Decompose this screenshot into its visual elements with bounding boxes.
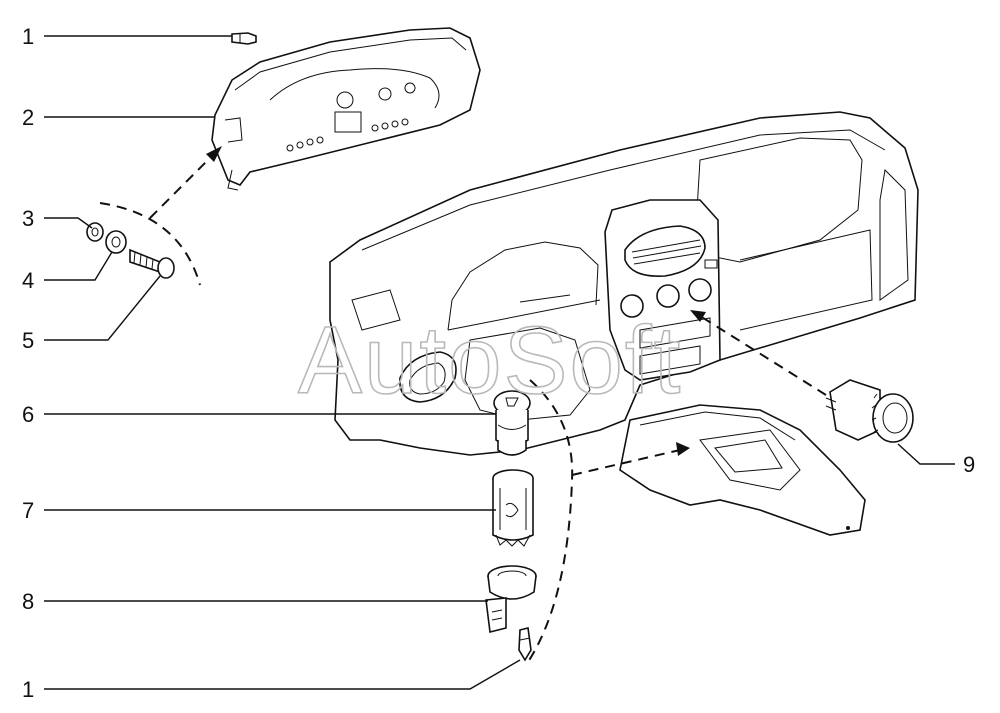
- leader-lines: [44, 35, 955, 690]
- callout-1-bottom: 1: [22, 677, 34, 702]
- center-console: [619, 404, 866, 536]
- callout-3: 3: [22, 206, 34, 231]
- callout-8: 8: [22, 589, 34, 614]
- instrument-cluster: [211, 27, 481, 191]
- socket-holder: [485, 565, 537, 633]
- screw: [129, 248, 175, 279]
- washer: [105, 230, 127, 254]
- callout-9: 9: [963, 452, 975, 477]
- bulb-bottom: [518, 627, 532, 662]
- lighter-socket: [492, 469, 534, 547]
- lighter-element: [493, 390, 531, 456]
- watermark-text: AutoSoft: [298, 307, 682, 414]
- callout-7: 7: [22, 498, 34, 523]
- dashboard-panel: [329, 111, 919, 456]
- callout-4: 4: [22, 268, 34, 293]
- callout-1-top: 1: [22, 24, 34, 49]
- bulb-top: [231, 32, 257, 45]
- rotary-switch: [825, 379, 914, 443]
- callout-6: 6: [22, 402, 34, 427]
- callout-5: 5: [22, 328, 34, 353]
- assembly-lines: [99, 146, 827, 663]
- callout-2: 2: [22, 105, 34, 130]
